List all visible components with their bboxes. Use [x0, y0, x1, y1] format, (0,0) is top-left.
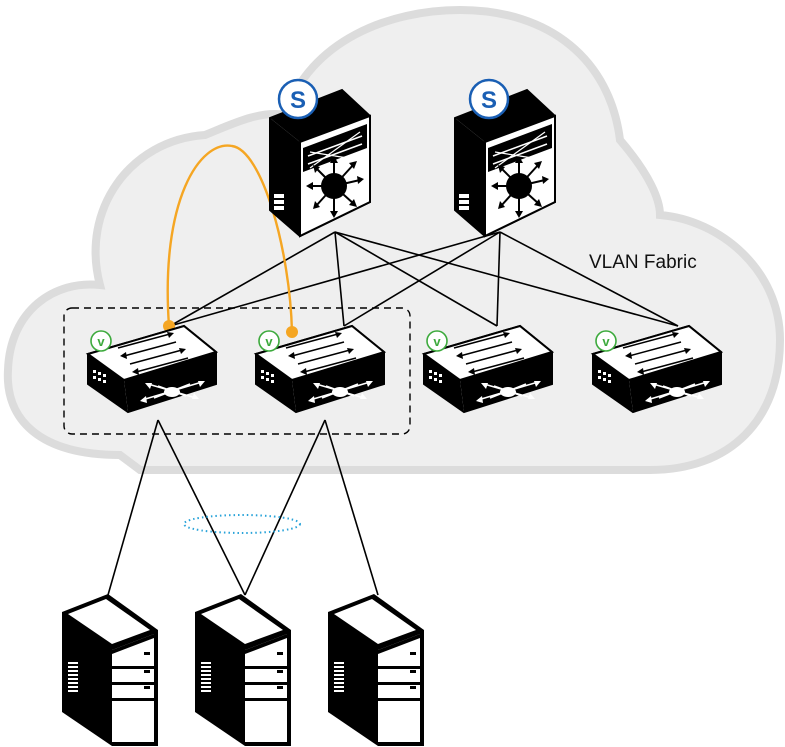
- link-spine1-leaf3: [334, 231, 498, 327]
- lag-ring: [183, 514, 301, 534]
- spine-badge-label: S: [481, 87, 497, 114]
- leaf-badge-4: v: [595, 330, 617, 352]
- link-leaf2-server3: [324, 419, 379, 596]
- link-spine2-leaf4: [499, 231, 679, 327]
- link-spine2-leaf1: [169, 231, 501, 327]
- server-2[interactable]: [195, 594, 291, 746]
- link-spine1-leaf1: [169, 231, 336, 327]
- spine-badge-label: S: [290, 87, 306, 114]
- leaf-badge-3: v: [426, 330, 448, 352]
- leaf-server-links: [107, 419, 379, 596]
- spine-badge-1: S: [277, 78, 319, 120]
- link-leaf1-server1: [107, 419, 159, 596]
- link-leaf1-server2: [157, 419, 246, 596]
- server-3[interactable]: [328, 594, 424, 746]
- link-leaf2-server2: [244, 419, 326, 596]
- server-icon: [328, 594, 424, 746]
- server-icon: [195, 594, 291, 746]
- link-spine1-leaf2: [334, 231, 345, 327]
- vlt-pair-box: [63, 307, 411, 435]
- leaf-badge-label: v: [97, 334, 105, 349]
- server-icon: [62, 594, 158, 746]
- spine-leaf-links: [169, 231, 679, 327]
- peer-link-endpoint-right: [286, 326, 298, 338]
- link-spine2-leaf3: [496, 231, 501, 327]
- link-spine2-leaf2: [343, 231, 501, 327]
- leaf-badge-1: v: [90, 330, 112, 352]
- leaf-badge-label: v: [433, 334, 441, 349]
- leaf-badge-2: v: [258, 330, 280, 352]
- spine-badge-2: S: [468, 78, 510, 120]
- leaf-badge-label: v: [265, 334, 273, 349]
- link-spine1-leaf4: [334, 231, 679, 327]
- server-1[interactable]: [62, 594, 158, 746]
- vlan-fabric-label: VLAN Fabric: [589, 252, 697, 273]
- leaf-badge-label: v: [602, 334, 610, 349]
